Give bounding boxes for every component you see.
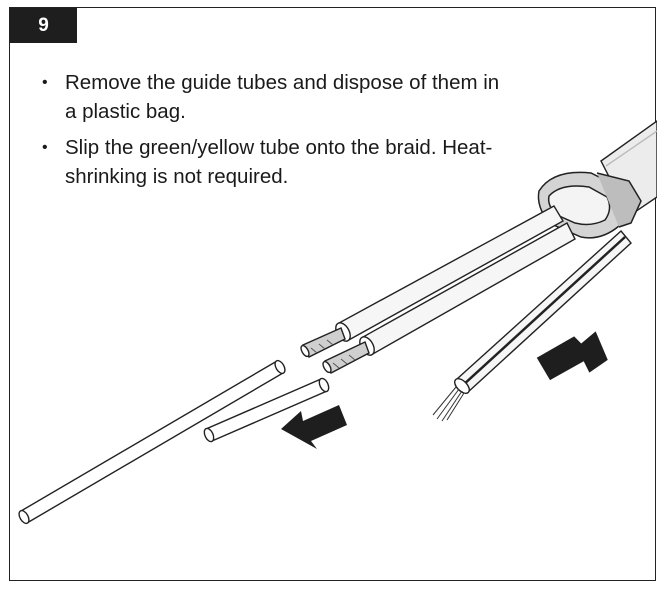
instruction-item: Remove the guide tubes and dispose of th… — [40, 68, 500, 126]
guide-tube-short — [203, 377, 330, 443]
guide-tube-long — [18, 359, 286, 525]
step-number-badge: 9 — [10, 8, 77, 43]
core-wire-2 — [322, 222, 576, 374]
instruction-list: Remove the guide tubes and dispose of th… — [40, 68, 500, 198]
core-wire-1 — [300, 205, 564, 358]
arrow-up-right-icon — [536, 331, 608, 381]
instruction-item: Slip the green/yellow tube onto the brai… — [40, 133, 500, 191]
arrow-left-icon — [281, 405, 347, 449]
cable-illustration — [18, 120, 657, 525]
braid-with-tube — [432, 229, 632, 422]
instruction-panel: 9 Remove the guide tubes and dispose of … — [9, 7, 657, 581]
gland-nut — [537, 171, 642, 239]
